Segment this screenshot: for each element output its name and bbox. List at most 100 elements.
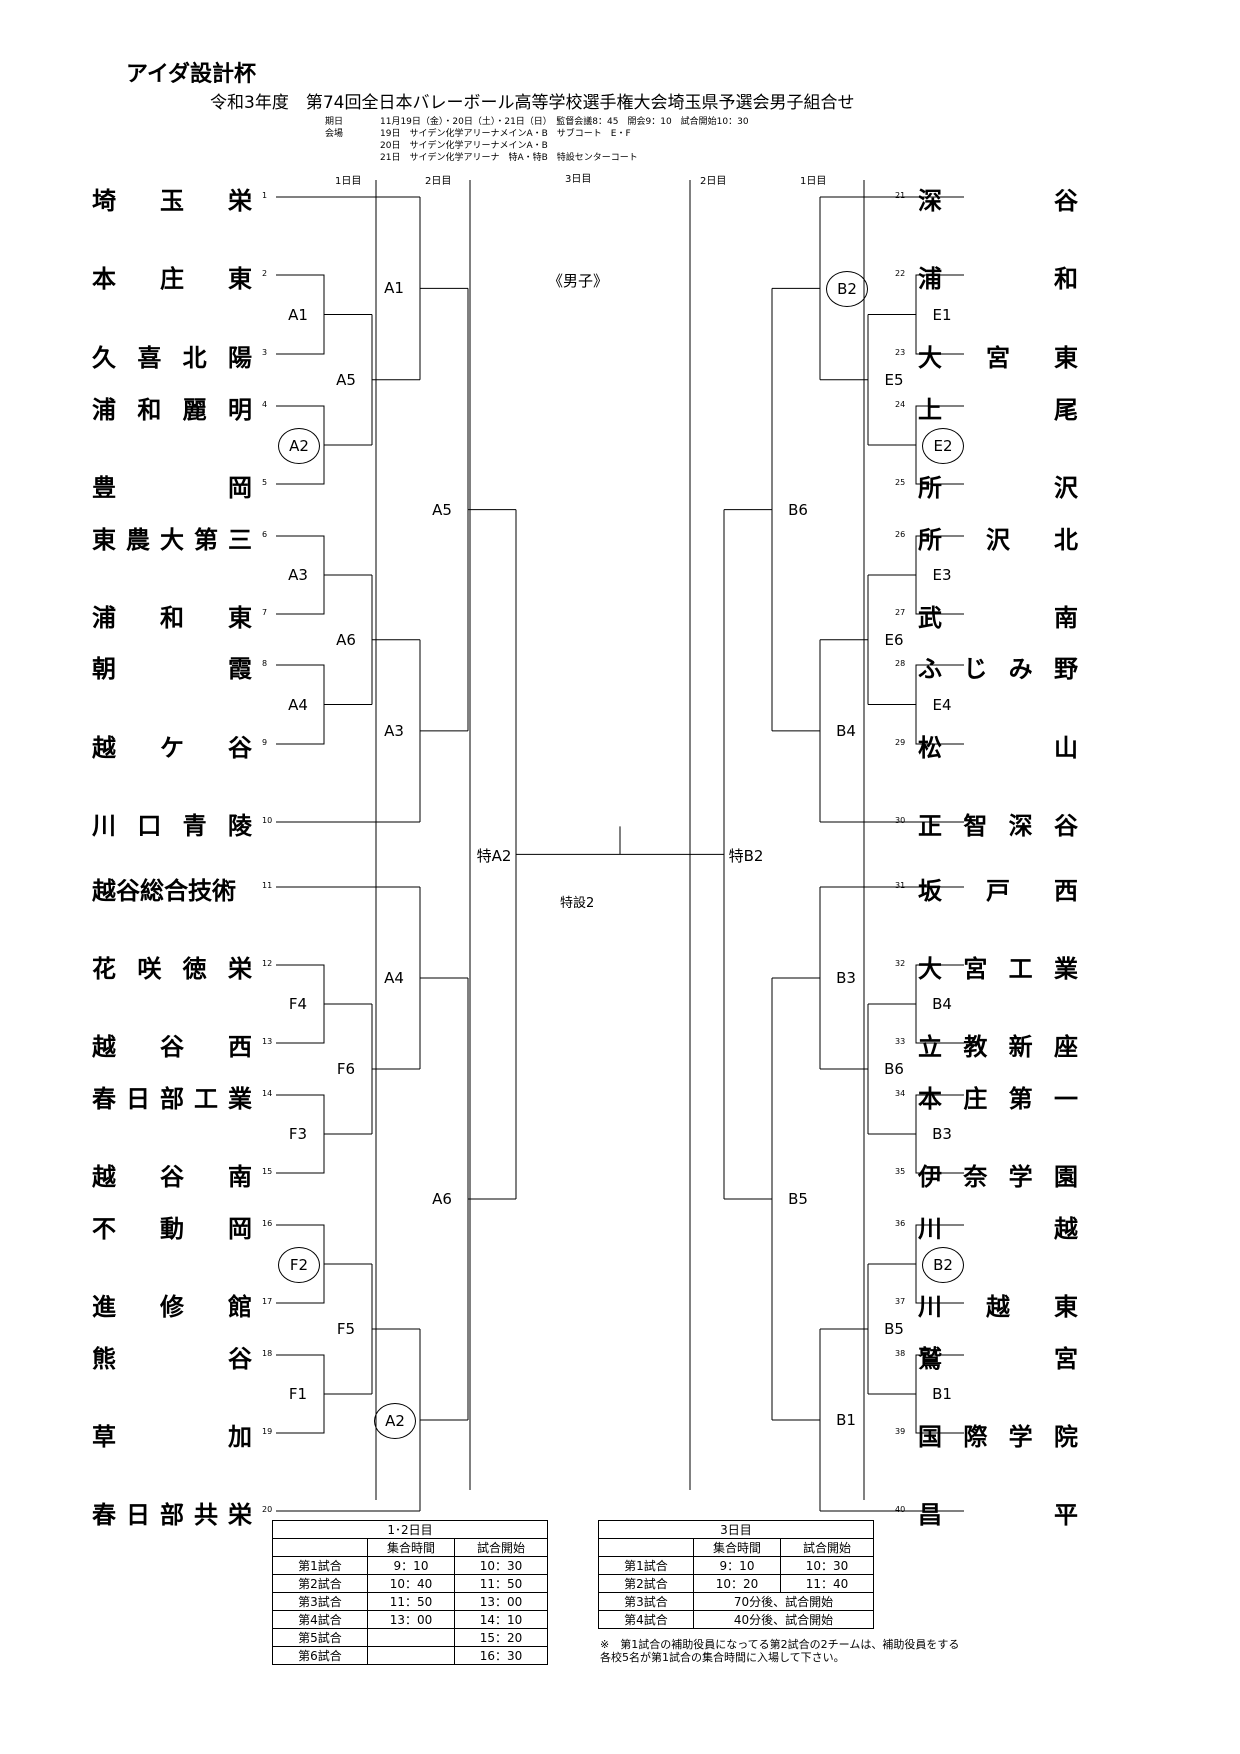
- team-name-char: 工: [1008, 955, 1033, 983]
- seed-number: 22: [895, 269, 906, 278]
- match-label: B4: [836, 721, 856, 740]
- team-name-char: 院: [1053, 1423, 1078, 1451]
- match-label: B4: [932, 995, 952, 1013]
- schedule-cell: 13：00: [367, 1610, 455, 1629]
- day1-label-left: 1日目: [335, 176, 362, 187]
- seed-number: 25: [895, 478, 906, 487]
- team-name-char: 東: [228, 265, 252, 293]
- team-name: 浦和: [918, 259, 1078, 294]
- match-label: 特A2: [476, 847, 512, 866]
- match-label: A6: [336, 630, 356, 649]
- team-name-char: 北: [182, 344, 207, 372]
- team-name-char: 深: [918, 187, 942, 215]
- team-name-char: 南: [1054, 604, 1078, 632]
- match-label: E5: [884, 370, 904, 389]
- day2-label-right: 2日目: [700, 176, 727, 187]
- team-name-char: 東: [1054, 344, 1078, 372]
- team-name-char: 部: [160, 1501, 184, 1529]
- team-name-char: 不: [92, 1215, 116, 1243]
- seed-number: 16: [262, 1219, 273, 1228]
- team-name: 所沢北: [918, 520, 1078, 555]
- team-name-char: 奈: [963, 1163, 988, 1191]
- division-note: 《男子》: [548, 272, 609, 290]
- team-name-char: 上: [918, 396, 942, 424]
- seed-number: 29: [895, 738, 906, 747]
- team-name-char: 口: [137, 812, 162, 840]
- team-name-char: 越: [92, 734, 116, 762]
- seed-number: 11: [262, 881, 273, 890]
- schedule-cell: 10：30: [780, 1556, 874, 1575]
- schedule-cell: 第4試合: [272, 1610, 368, 1629]
- seed-number: 9: [262, 738, 268, 747]
- team-name-char: 川: [918, 1215, 942, 1243]
- team-name: 春日部共栄: [92, 1495, 252, 1530]
- seed-number: 23: [895, 348, 906, 357]
- team-name-char: 宮: [963, 955, 988, 983]
- team-name-char: 栄: [228, 187, 252, 215]
- seed-number: 17: [262, 1297, 273, 1306]
- team-name: 正智深谷: [918, 806, 1078, 841]
- schedule-cell: 第1試合: [272, 1556, 368, 1575]
- schedule-cell: 40分後、試合開始: [693, 1610, 874, 1629]
- schedule-cell: 第2試合: [598, 1574, 694, 1593]
- match-label: A1: [384, 279, 404, 298]
- schedule-cell: 13：00: [454, 1592, 548, 1611]
- schedule-cell: 10：20: [693, 1574, 781, 1593]
- team-name: 草加: [92, 1417, 252, 1452]
- team-name-char: 浦: [92, 604, 116, 632]
- team-name-char: 栄: [227, 955, 252, 983]
- footnote-line-1: ※ 第1試合の補助役員になってる第2試合の2チームは、補助役員をする: [600, 1638, 960, 1651]
- team-name-char: 越谷総合技術: [92, 877, 236, 905]
- team-name-char: 戸: [986, 877, 1010, 905]
- team-name: ふじみ野: [918, 649, 1078, 684]
- team-name: 川越東: [918, 1287, 1078, 1322]
- schedule-cell: 70分後、試合開始: [693, 1592, 874, 1611]
- team-name-char: 館: [228, 1293, 252, 1321]
- team-name: 伊奈学園: [918, 1157, 1078, 1192]
- team-name: 埼玉栄: [92, 181, 252, 216]
- match-label: A1: [288, 305, 308, 324]
- seed-number: 40: [895, 1505, 906, 1514]
- team-name-char: 花: [92, 955, 116, 983]
- team-name-char: 業: [1053, 955, 1078, 983]
- match-label: 特B2: [728, 847, 764, 866]
- match-label: A5: [336, 370, 356, 389]
- seed-number: 28: [895, 659, 906, 668]
- seed-number: 39: [895, 1427, 906, 1436]
- team-name: 鷲宮: [918, 1339, 1078, 1374]
- schedule-cell: [367, 1628, 455, 1647]
- team-name-char: 岡: [228, 474, 252, 502]
- team-name-char: 坂: [918, 877, 942, 905]
- team-name: 進修館: [92, 1287, 252, 1322]
- team-name-char: 和: [1054, 265, 1078, 293]
- seed-number: 31: [895, 881, 906, 890]
- team-name-char: 部: [160, 1085, 184, 1113]
- dates-text: 11月19日（金）・20日（土）・21日（日） 監督会議8：45 開会9：10 …: [380, 117, 749, 127]
- team-name: 越谷西: [92, 1027, 252, 1062]
- schedule-cell: 15：20: [454, 1628, 548, 1647]
- schedule-cell: 9：10: [367, 1556, 455, 1575]
- team-name-char: 岡: [228, 1215, 252, 1243]
- team-name-char: 所: [918, 526, 942, 554]
- day1-label-right: 1日目: [800, 176, 827, 187]
- schedule-cell: 第3試合: [598, 1592, 694, 1611]
- team-name-char: 陽: [227, 344, 252, 372]
- seed-number: 5: [262, 478, 268, 487]
- team-name-char: 谷: [160, 1163, 184, 1191]
- team-name: 川口青陵: [92, 806, 252, 841]
- schedule-cell: 第6試合: [272, 1646, 368, 1665]
- footnote: ※ 第1試合の補助役員になってる第2試合の2チームは、補助役員をする 各校5名が…: [600, 1638, 959, 1664]
- seed-number: 27: [895, 608, 906, 617]
- team-name-char: 大: [918, 955, 942, 983]
- team-name-char: 共: [194, 1501, 218, 1529]
- schedule-col-start: 試合開始: [780, 1538, 874, 1557]
- team-name-char: 日: [126, 1085, 150, 1113]
- team-name: 国際学院: [918, 1417, 1078, 1452]
- team-name: 熊谷: [92, 1339, 252, 1374]
- team-name-char: 谷: [1053, 812, 1078, 840]
- team-name-char: 谷: [228, 1345, 252, 1373]
- schedule-cell: 11：40: [780, 1574, 874, 1593]
- team-name-char: 喜: [137, 344, 162, 372]
- team-name-char: み: [1008, 655, 1033, 683]
